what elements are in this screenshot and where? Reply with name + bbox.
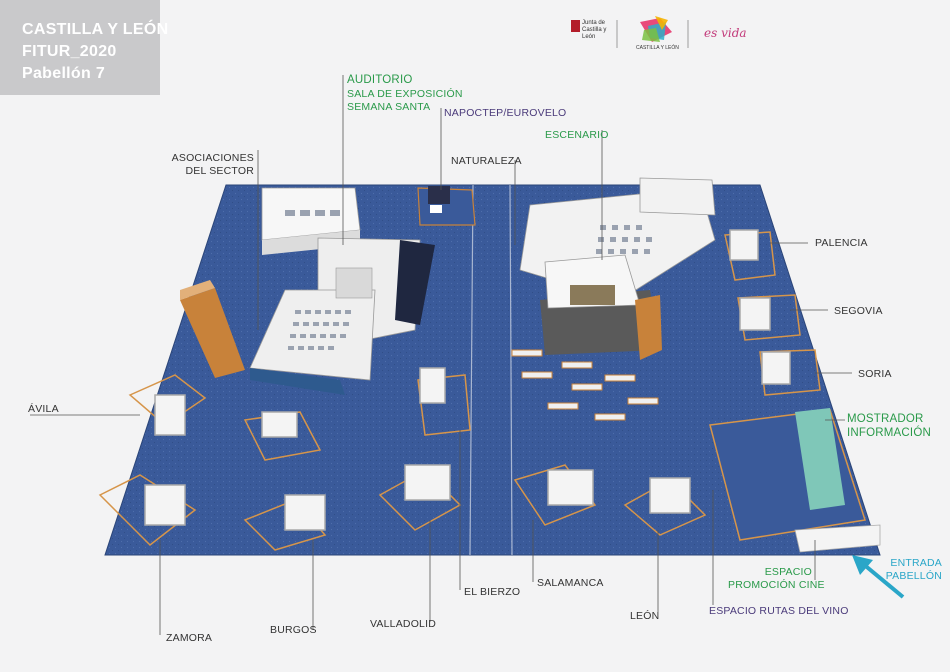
label-asociaciones-line2: DEL SECTOR	[185, 165, 254, 177]
label-espacio-cine-line1: ESPACIO	[764, 566, 812, 578]
label-burgos: BURGOS	[270, 624, 317, 636]
castilla-logo-text: CASTILLA Y LEÓN	[636, 45, 679, 51]
escenario-structure	[519, 177, 716, 360]
label-espacio-cine: ESPACIO PROMOCIÓN CINE	[728, 566, 825, 592]
label-mostrador-line2: INFORMACIÓN	[847, 427, 931, 439]
title-region: CASTILLA Y LEÓN	[22, 21, 169, 38]
label-asociaciones-line1: ASOCIACIONES	[171, 152, 254, 164]
label-el-bierzo: EL BIERZO	[464, 586, 521, 598]
label-escenario: ESCENARIO	[545, 129, 609, 141]
label-salamanca: SALAMANCA	[537, 577, 604, 589]
label-asociaciones: ASOCIACIONES DEL SECTOR	[168, 152, 254, 178]
label-valladolid: VALLADOLID	[370, 618, 436, 630]
label-soria: SORIA	[858, 368, 892, 380]
aisle-line	[509, 184, 513, 556]
pavilion-carpet	[104, 184, 881, 556]
label-avila: ÁVILA	[28, 403, 59, 415]
label-mostrador-line1: MOSTRADOR	[847, 413, 924, 425]
label-entrada: ENTRADA PABELLÓN	[880, 557, 942, 583]
label-leon: LEÓN	[630, 610, 660, 622]
label-semana-santa: SEMANA SANTA	[347, 101, 431, 113]
wood-totem	[180, 288, 245, 378]
label-rutas-vino: ESPACIO RUTAS DEL VINO	[709, 605, 849, 617]
naturaleza-booth	[417, 186, 476, 226]
title-event: FITUR_2020	[22, 43, 117, 60]
junta-logo-text: Junta de Castilla y León	[582, 20, 607, 40]
label-auditorio: AUDITORIO	[347, 74, 413, 86]
auditorio-structure	[249, 187, 435, 395]
junta-logo-icon	[571, 20, 580, 32]
label-zamora: ZAMORA	[166, 632, 213, 644]
label-sala-exposicion: SALA DE EXPOSICIÓN	[347, 88, 463, 100]
label-espacio-cine-line2: PROMOCIÓN CINE	[728, 579, 825, 591]
title-pavilion: Pabellón 7	[22, 65, 106, 82]
stage-benches	[511, 349, 659, 421]
castilla-leon-logo-icon	[640, 16, 672, 42]
label-entrada-line1: ENTRADA	[890, 557, 942, 569]
province-booths	[98, 229, 821, 551]
leader-lines	[30, 75, 852, 635]
title-panel: CASTILLA Y LEÓN FITUR_2020 Pabellón 7	[0, 0, 168, 95]
label-napoctep: NAPOCTEP/EUROVELO	[444, 107, 567, 119]
label-palencia: PALENCIA	[815, 237, 868, 249]
label-segovia: SEGOVIA	[834, 305, 883, 317]
label-mostrador: MOSTRADOR INFORMACIÓN	[847, 412, 931, 440]
aisle-line	[469, 184, 474, 556]
label-entrada-line2: PABELLÓN	[885, 570, 942, 582]
mostrador-informacion-booth	[709, 408, 881, 553]
entrada-arrow-icon	[852, 555, 905, 599]
label-naturaleza: NATURALEZA	[451, 155, 522, 167]
esvida-logo-text: es vida	[704, 26, 747, 40]
